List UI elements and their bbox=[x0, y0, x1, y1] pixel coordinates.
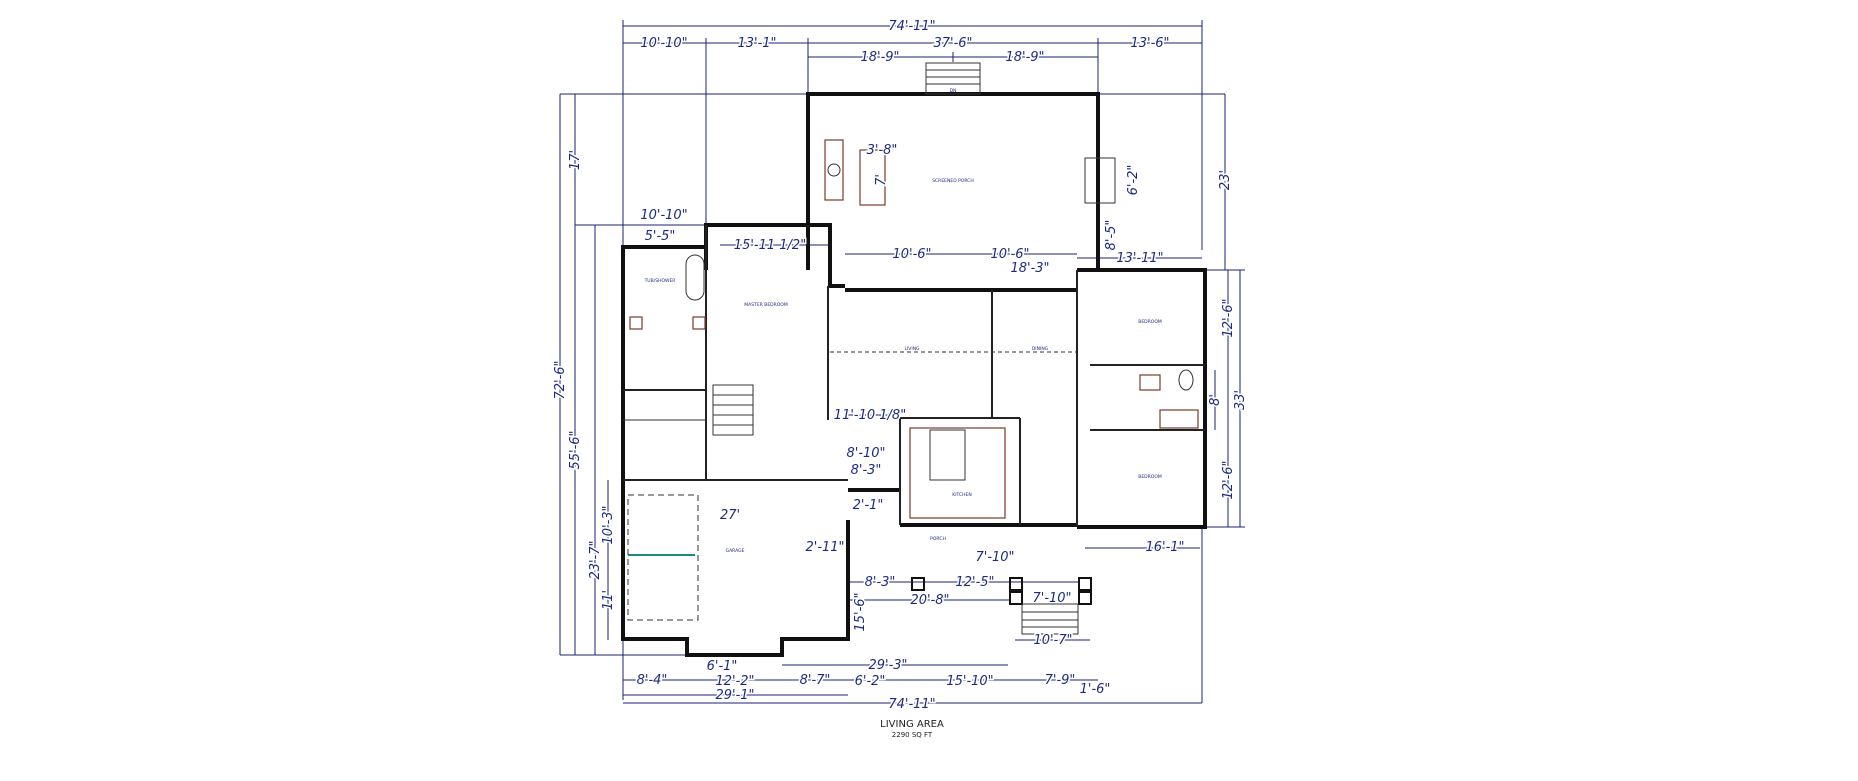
stairs-screened-porch: DN bbox=[925, 62, 981, 95]
dim-label: 2'-11" bbox=[805, 540, 844, 555]
dim-label: 74'-11" bbox=[888, 697, 935, 712]
dim-label: 20'-8" bbox=[910, 593, 949, 608]
dimension-labels: 74'-11" 10'-10" 13'-1" 37'-6" 13'-6" 18'… bbox=[552, 18, 1250, 714]
dim-label: 12'-6" bbox=[1221, 460, 1236, 499]
dim-label: 10'-10" bbox=[640, 208, 687, 223]
dim-label: 10'-6" bbox=[990, 247, 1029, 262]
dim-label: 16'-1" bbox=[1145, 540, 1184, 555]
dim-label: 12'-6" bbox=[1221, 298, 1236, 337]
exterior-walls bbox=[621, 92, 1207, 657]
stairs-dn-label: DN bbox=[950, 88, 957, 94]
dim-label: 8'-10" bbox=[846, 446, 885, 461]
fixtures bbox=[627, 139, 1199, 621]
living-area-value: 2290 SQ FT bbox=[892, 731, 933, 739]
dim-label: 1'-6" bbox=[1080, 682, 1111, 697]
dim-label: 8'-4" bbox=[637, 673, 668, 688]
dim-label: 18'-9" bbox=[860, 50, 899, 65]
room-label-master-bedroom: MASTER BEDROOM bbox=[744, 302, 788, 308]
dim-label: 11' bbox=[601, 590, 616, 610]
dim-label: 5'-5" bbox=[645, 229, 676, 244]
dim-label: 10'-3" bbox=[601, 505, 616, 544]
dim-label: 23' bbox=[1218, 170, 1233, 190]
dim-label: 13'-1" bbox=[737, 36, 776, 51]
dim-label: 6'-1" bbox=[707, 659, 738, 674]
dim-label: 10'-7" bbox=[1033, 633, 1072, 648]
dim-label: 27' bbox=[720, 508, 740, 523]
dim-label: 10'-10" bbox=[640, 36, 687, 51]
room-label-tub-shower: TUB/SHOWER bbox=[644, 278, 676, 284]
dim-label: 18'-3" bbox=[1010, 261, 1049, 276]
dim-label: 8'-5" bbox=[1104, 220, 1119, 251]
room-label-living: LIVING bbox=[904, 346, 920, 352]
interior-stairs bbox=[712, 384, 754, 436]
dim-label: 8'-3" bbox=[865, 575, 896, 590]
dim-label: 13'-11" bbox=[1116, 251, 1163, 266]
dim-label: 8' bbox=[1208, 394, 1223, 406]
room-label-screened-porch: SCREENED PORCH bbox=[932, 178, 974, 184]
room-label-porch: PORCH bbox=[930, 536, 946, 542]
dim-label: 2'-1" bbox=[853, 498, 884, 513]
dim-label: 18'-9" bbox=[1005, 50, 1044, 65]
dim-label: 6'-2" bbox=[1126, 165, 1141, 196]
room-label-garage: GARAGE bbox=[726, 548, 745, 554]
dim-label: 12'-2" bbox=[715, 674, 754, 689]
dim-label: 17' bbox=[568, 150, 583, 170]
dim-label: 7'-9" bbox=[1045, 673, 1076, 688]
room-label-bedroom-1: BEDROOM bbox=[1138, 319, 1162, 325]
dim-label: 15'-6" bbox=[853, 592, 868, 631]
dim-label: 37'-6" bbox=[933, 36, 972, 51]
dim-label: 7'-10" bbox=[975, 550, 1014, 565]
dim-label: 10'-6" bbox=[892, 247, 931, 262]
interior-walls bbox=[623, 225, 1205, 527]
room-label-dining: DINING bbox=[1032, 346, 1049, 352]
dimension-lines bbox=[559, 20, 1245, 704]
dim-label: 7' bbox=[874, 174, 889, 186]
dim-label: 6'-2" bbox=[855, 674, 886, 689]
living-area-label: LIVING AREA bbox=[880, 719, 944, 730]
room-label-bedroom-2: BEDROOM bbox=[1138, 474, 1162, 480]
dim-label: 23'-7" bbox=[588, 540, 603, 579]
dim-label: 12'-5" bbox=[955, 575, 994, 590]
room-label-kitchen: KITCHEN bbox=[952, 492, 972, 498]
dim-label: 33' bbox=[1233, 390, 1248, 410]
dim-label: 72'-6" bbox=[553, 360, 568, 399]
dim-label: 13'-6" bbox=[1130, 36, 1169, 51]
dim-label: 8'-3" bbox=[851, 463, 882, 478]
dim-label: 55'-6" bbox=[568, 430, 583, 469]
dim-label: 8'-7" bbox=[800, 673, 831, 688]
dim-label: 29'-3" bbox=[868, 658, 907, 673]
dim-label: 3'-8" bbox=[867, 143, 898, 158]
dim-label: 15'-10" bbox=[946, 674, 993, 689]
dim-label: 15'-11 1/2" bbox=[734, 238, 806, 253]
stairs-front-porch bbox=[1021, 603, 1079, 635]
dim-label: 74'-11" bbox=[888, 19, 935, 34]
dim-label: 29'-1" bbox=[715, 688, 754, 703]
dim-label: 11'-10 1/8" bbox=[834, 408, 906, 423]
dim-label: 7'-10" bbox=[1032, 591, 1071, 606]
room-labels: SCREENED PORCH MASTER BEDROOM TUB/SHOWER… bbox=[644, 178, 1162, 554]
